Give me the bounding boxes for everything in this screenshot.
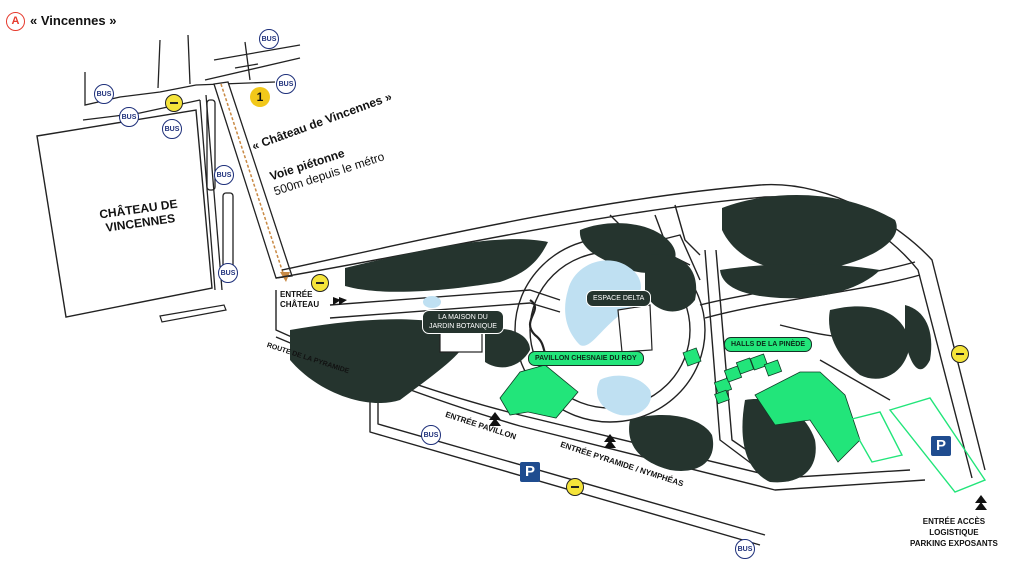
pedestrian-path [213, 81, 293, 282]
city-streets [82, 34, 301, 121]
bus-stop-icon: BUS [94, 84, 114, 104]
parking-areas [846, 397, 987, 493]
forest-areas [290, 195, 932, 483]
buildings [439, 304, 653, 353]
entrance-arrows [333, 297, 987, 510]
bus-stop-icon: BUS [735, 539, 755, 559]
bus-stop-icon: BUS [119, 107, 139, 127]
chateau-lower-street [159, 304, 227, 323]
venue-pavillon[interactable]: PAVILLON CHESNAIE DU ROY [528, 351, 644, 366]
bus-stop-icon: BUS [259, 29, 279, 49]
venue-maison-botanique[interactable]: LA MAISON DU JARDIN BOTANIQUE [422, 310, 504, 334]
bus-stop-icon: BUS [214, 165, 234, 185]
entrance-chateau-label: ENTRÉE CHÂTEAU [280, 290, 320, 309]
bus-stop-icon: BUS [421, 425, 441, 445]
bike-station-icon [566, 478, 584, 496]
bike-station-icon [951, 345, 969, 363]
venue-areas [499, 347, 861, 463]
parking-icon: P [931, 436, 951, 456]
parking-icon: P [520, 462, 540, 482]
entrance-logistics-label: ENTRÉE ACCÈS LOGISTIQUE PARKING EXPOSANT… [910, 517, 998, 548]
metro-stop-marker: 1 [250, 87, 270, 107]
venue-espace-delta[interactable]: ESPACE DELTA [586, 290, 652, 307]
bus-stop-icon: BUS [276, 74, 296, 94]
bus-stop-icon: BUS [162, 119, 182, 139]
station-badge: A [6, 12, 25, 31]
venue-halls[interactable]: HALLS DE LA PINÈDE [724, 337, 813, 352]
station-name: « Vincennes » [30, 13, 117, 28]
bike-station-icon [165, 94, 183, 112]
chateau-block [36, 109, 213, 318]
bus-stop-icon: BUS [218, 263, 238, 283]
bike-station-icon [311, 274, 329, 292]
